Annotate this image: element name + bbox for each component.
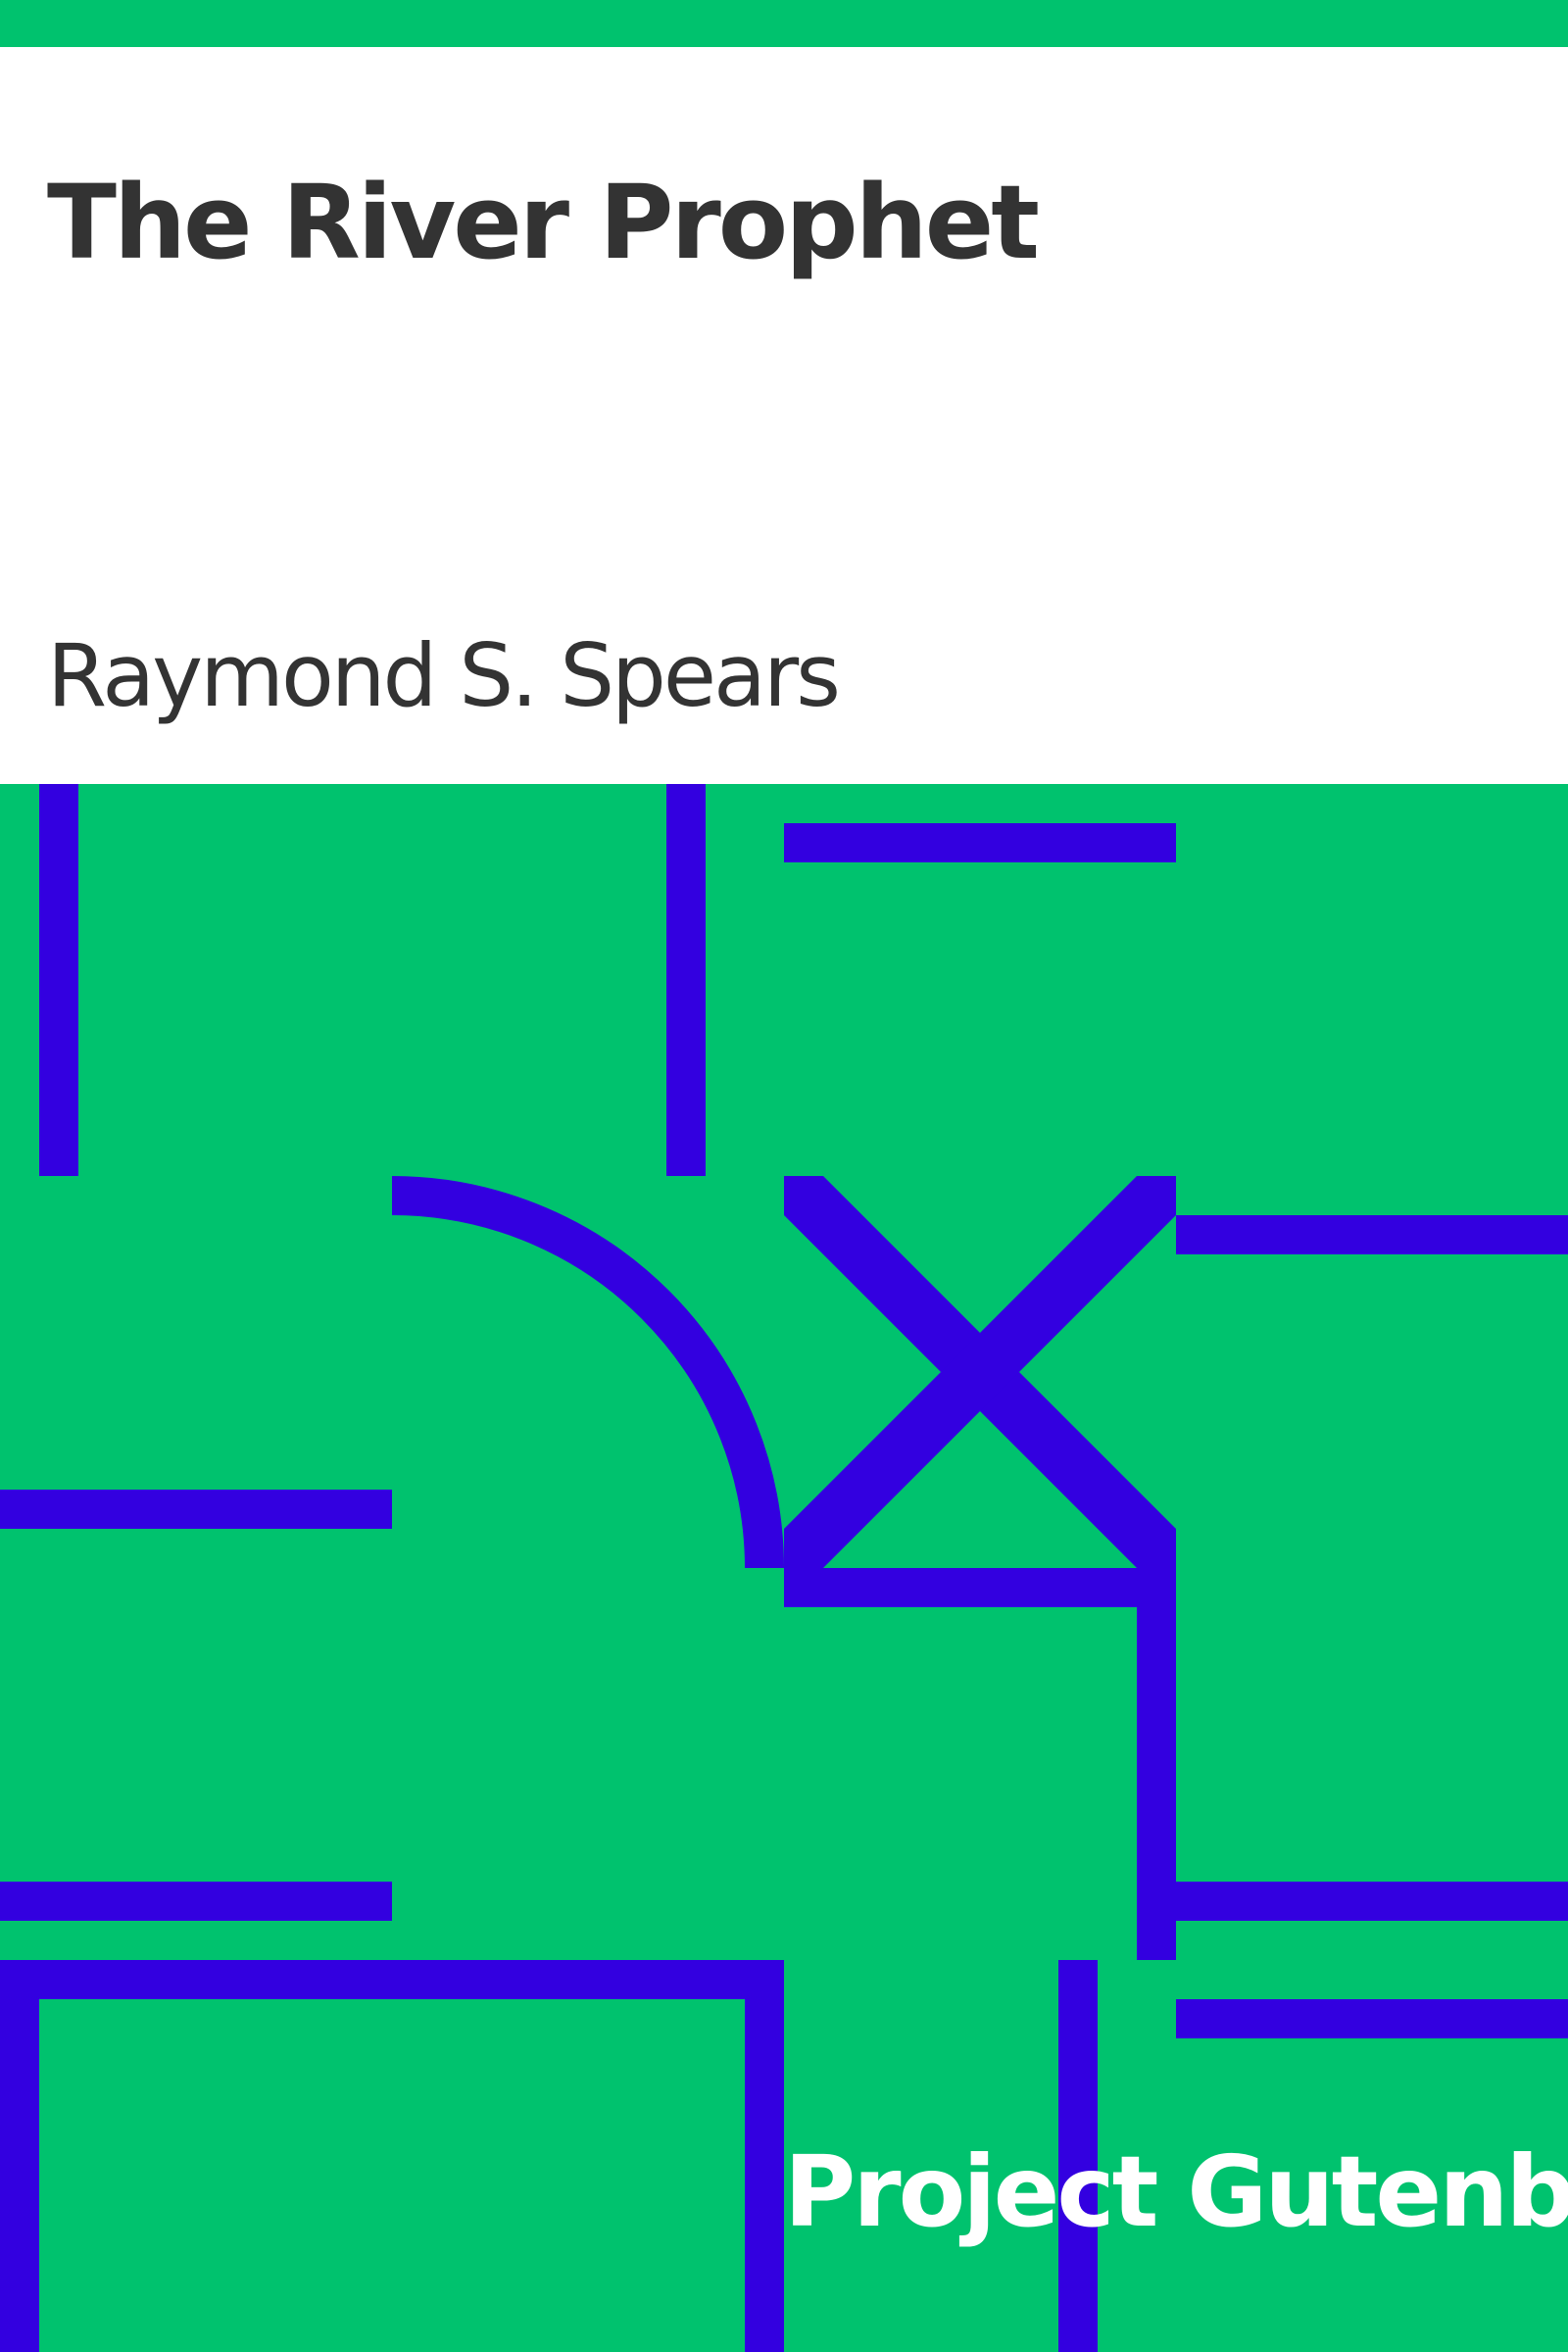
pattern-bar-left-top bbox=[39, 784, 78, 1176]
pattern-frame-top bbox=[0, 1960, 784, 1999]
pattern-bar-right-lower bbox=[1176, 1882, 1568, 1921]
pattern-bracket-side bbox=[1137, 1568, 1176, 1960]
pattern-x-stroke-b bbox=[784, 1176, 1176, 1568]
pattern-bar-top-horizontal bbox=[784, 823, 1176, 862]
pattern-arc bbox=[391, 1176, 784, 1569]
pattern-bar-right-bottom bbox=[1176, 1999, 1568, 2038]
title-panel: The River Prophet Raymond S. Spears bbox=[0, 47, 1568, 784]
pattern-bar-mid-top bbox=[666, 784, 706, 1176]
pattern-bar-right-upper bbox=[1176, 1215, 1568, 1254]
pattern-shapes bbox=[0, 784, 1568, 2352]
pattern-bracket-top bbox=[784, 1568, 1176, 1607]
pattern-bar-left-middle bbox=[0, 1490, 392, 1529]
pattern-frame-left bbox=[0, 1960, 39, 2352]
pattern-bar-bottom-vertical bbox=[1058, 1960, 1098, 2352]
book-title: The River Prophet bbox=[47, 163, 1040, 282]
pattern-frame-right bbox=[745, 1960, 784, 2352]
publisher-name: Project Gutenberg bbox=[784, 2134, 1568, 2249]
book-author: Raymond S. Spears bbox=[47, 625, 841, 726]
pattern-bar-left-lower bbox=[0, 1882, 392, 1921]
